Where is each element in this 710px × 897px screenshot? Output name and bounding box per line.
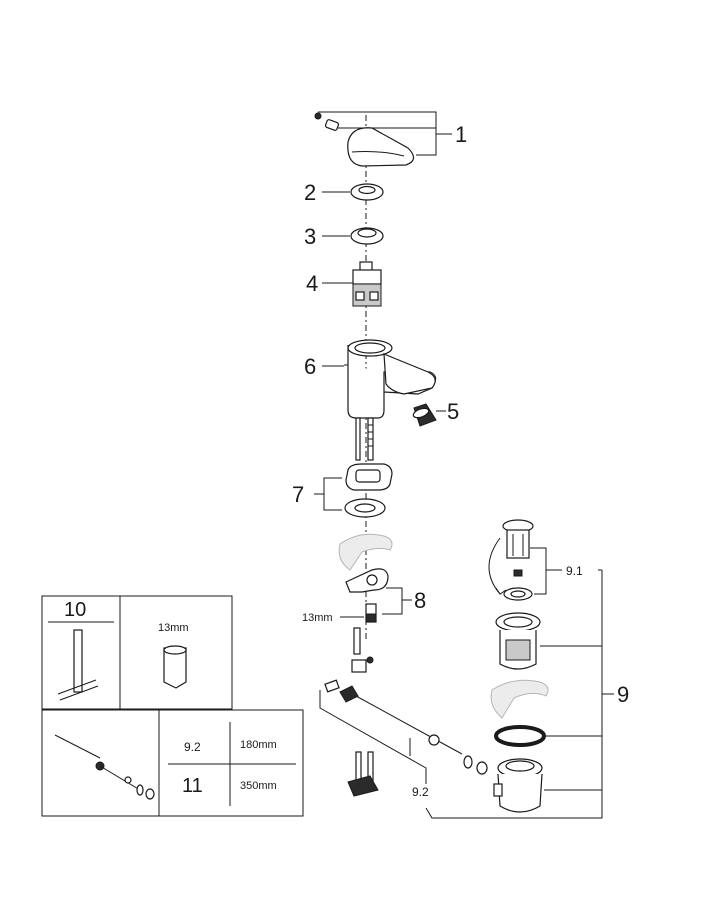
callout-4: 4	[306, 271, 318, 296]
callout-9: 9	[617, 682, 629, 707]
part-2-ring	[322, 183, 384, 201]
part-6-faucet-body	[322, 339, 437, 461]
table-row-1-length: 180mm	[240, 739, 277, 751]
part-4-cartridge	[322, 261, 382, 307]
part-1-handle-lever	[314, 111, 452, 167]
table-row-2-part: 11	[182, 775, 203, 797]
inset-tool-box	[41, 595, 233, 710]
basin-section-ghost-lower	[490, 679, 549, 719]
part-5-aerator	[412, 403, 446, 427]
callout-6: 6	[304, 354, 316, 379]
callout-9-2: 9.2	[412, 785, 429, 799]
callout-7: 7	[292, 482, 304, 507]
part-3-cap-nut	[322, 227, 384, 245]
table-row-2-length: 350mm	[240, 780, 277, 792]
part-7-base-plate-gasket	[314, 463, 393, 518]
part-9-waste-body	[495, 612, 541, 670]
callout-2: 2	[304, 180, 316, 205]
wrench-size-label: 13mm	[302, 612, 333, 624]
inset-length-table	[41, 709, 304, 817]
callout-1: 1	[455, 122, 467, 147]
callout-9-1: 9.1	[566, 564, 583, 578]
inset-tool-number: 10	[64, 599, 86, 621]
pop-up-rod-assembly	[319, 627, 488, 784]
callout-8: 8	[414, 588, 426, 613]
supply-hoses	[347, 751, 379, 797]
part-8-fixing-bracket	[340, 568, 412, 623]
callout-5: 5	[447, 399, 459, 424]
inset-tool-size: 13mm	[158, 622, 189, 634]
part-9-1-plug	[488, 519, 602, 601]
basin-section-ghost	[338, 533, 393, 571]
callout-3: 3	[304, 224, 316, 249]
part-9-gasket-and-trap	[493, 725, 546, 813]
table-row-1-part: 9.2	[184, 740, 201, 754]
